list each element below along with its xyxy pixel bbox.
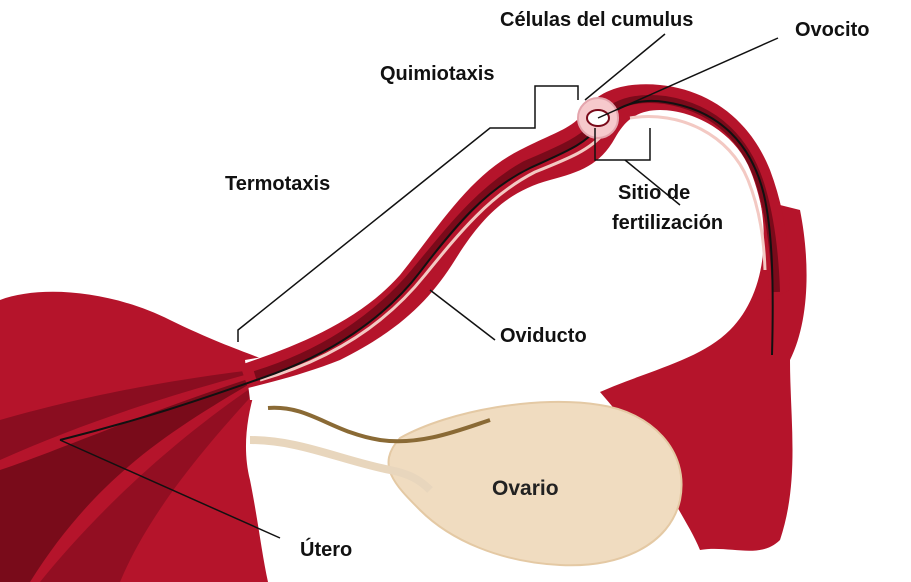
label-ovocito: Ovocito xyxy=(795,20,869,40)
label-sitio-fertilizacion-1: Sitio de xyxy=(618,183,690,203)
label-utero: Útero xyxy=(300,540,352,560)
leader-oviducto xyxy=(430,290,495,340)
label-termotaxis: Termotaxis xyxy=(225,174,330,194)
label-sitio-fertilizacion-2: fertilización xyxy=(612,213,723,233)
label-quimiotaxis: Quimiotaxis xyxy=(380,64,494,84)
label-oviducto: Oviducto xyxy=(500,326,587,346)
label-celulas-cumulus: Células del cumulus xyxy=(500,10,693,30)
label-ovario: Ovario xyxy=(492,478,559,499)
leader-quimiotaxis xyxy=(528,86,578,128)
